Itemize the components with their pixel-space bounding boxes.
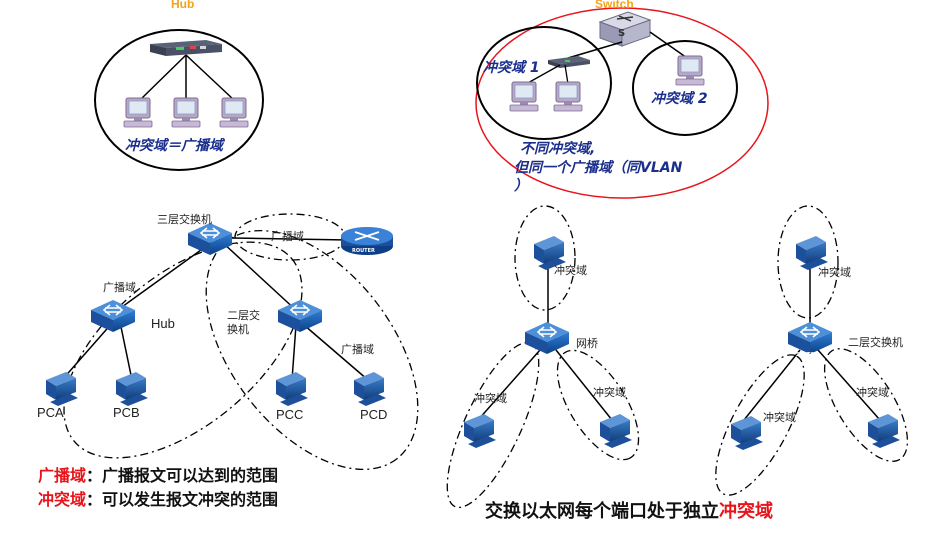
switch-title: Switch	[595, 0, 634, 11]
switch-section	[475, 7, 769, 199]
pcd-label: PCD	[360, 407, 388, 422]
pcb-label: PCB	[113, 405, 140, 420]
small-hub-icon	[548, 56, 590, 68]
bridge-top-collision-label: 冲突域	[554, 264, 587, 277]
switch-icon	[787, 321, 833, 355]
bridge-label: 网桥	[576, 337, 598, 350]
broadcast-domain-term: 广播域	[38, 466, 87, 485]
broadcast-note-line3: ）	[514, 178, 528, 194]
collision-domain-definition: 冲突域：可以发生报文冲突的范围	[38, 486, 278, 510]
caption-highlight: 冲突域	[719, 501, 773, 522]
hub-pc-icon	[219, 97, 249, 128]
broadcast-domain-circle	[475, 7, 769, 199]
l3-switch-icon	[187, 222, 233, 256]
bridge-top-collision-domain	[514, 205, 576, 311]
collision-domain-term: 冲突域	[38, 490, 87, 509]
collision1-pc-icon	[553, 81, 583, 112]
hub-pc-icon	[123, 97, 153, 128]
switch-left-pc-icon	[731, 416, 763, 450]
l2-switch-label-line2: 换机	[227, 323, 249, 336]
switch-left-collision-label: 冲突域	[763, 411, 796, 424]
collision1-pc-icon	[509, 81, 539, 112]
bridge-right-collision-label: 冲突域	[593, 386, 626, 399]
broadcast-domain-definition: 广播域：广播报文可以达到的范围	[38, 462, 278, 486]
pcc-icon	[276, 372, 308, 406]
collision-domain-1-label: 冲突域 1	[483, 60, 540, 76]
switch-device-icon	[598, 11, 652, 47]
broadcast-note-line1: 不同冲突域,	[520, 141, 596, 157]
hub-title: Hub	[171, 0, 195, 11]
switch-right-collision-label: 冲突域	[856, 386, 889, 399]
l2-switch-label-line1: 二层交	[227, 309, 260, 322]
pcc-label: PCC	[276, 407, 304, 422]
hub-pc-icon	[171, 97, 201, 128]
hub-icon	[90, 299, 136, 333]
switched-ethernet-caption: 交换以太网每个端口处于独立冲突域	[485, 497, 773, 523]
pca-label: PCA	[37, 405, 64, 420]
pca-icon	[46, 372, 78, 406]
hub-broadcast-domain	[63, 241, 303, 459]
l2-broadcast-label: 广播域	[341, 343, 374, 356]
switch-device-text: SWITCH	[796, 352, 819, 358]
switch-top-collision-domain	[777, 205, 839, 319]
hub-broadcast-label: 广播域	[103, 281, 136, 294]
l3-topology	[46, 213, 419, 471]
hub-collision-domain-circle	[94, 29, 264, 171]
l2-switch-icon	[277, 299, 323, 333]
bridge-left-collision-label: 冲突域	[474, 392, 507, 405]
broadcast-domain-text: ：广播报文可以达到的范围	[86, 466, 279, 485]
bridge-left-pc-icon	[464, 414, 496, 448]
router-text: ROUTER	[352, 248, 375, 254]
l2-switch-topology	[715, 205, 909, 496]
hub-domain-label: 冲突域＝广播域	[125, 138, 223, 154]
collision-domain-2-circle	[632, 40, 738, 136]
l3-switch-label: 三层交换机	[157, 213, 212, 226]
caption-prefix: 交换以太网每个端口处于独立	[485, 501, 719, 522]
router-icon	[341, 227, 393, 255]
collision-domain-text: ：可以发生报文冲突的范围	[86, 490, 279, 509]
bridge-topology	[446, 205, 640, 509]
collision-domain-1-circle	[476, 26, 612, 140]
switch-label: 二层交换机	[848, 336, 903, 349]
collision-domain-2-label: 冲突域 2	[651, 91, 708, 107]
switch-left-collision-domain	[715, 354, 805, 496]
pcb-icon	[116, 372, 148, 406]
collision2-pc-icon	[675, 55, 705, 86]
broadcast-note-line2: 但同一个广播域（同VLAN	[514, 160, 683, 176]
switch-letter: S	[618, 28, 626, 39]
switch-top-collision-label: 冲突域	[818, 266, 851, 279]
bridge-right-collision-domain	[556, 349, 640, 461]
switch-right-pc-icon	[868, 414, 900, 448]
hub-device-icon	[150, 40, 222, 56]
hub-section	[94, 29, 264, 171]
bridge-right-pc-icon	[600, 414, 632, 448]
pcd-icon	[354, 372, 386, 406]
bridge-icon	[524, 321, 570, 355]
hub-label: Hub	[151, 316, 175, 331]
router-broadcast-label: 广播域	[271, 230, 304, 243]
